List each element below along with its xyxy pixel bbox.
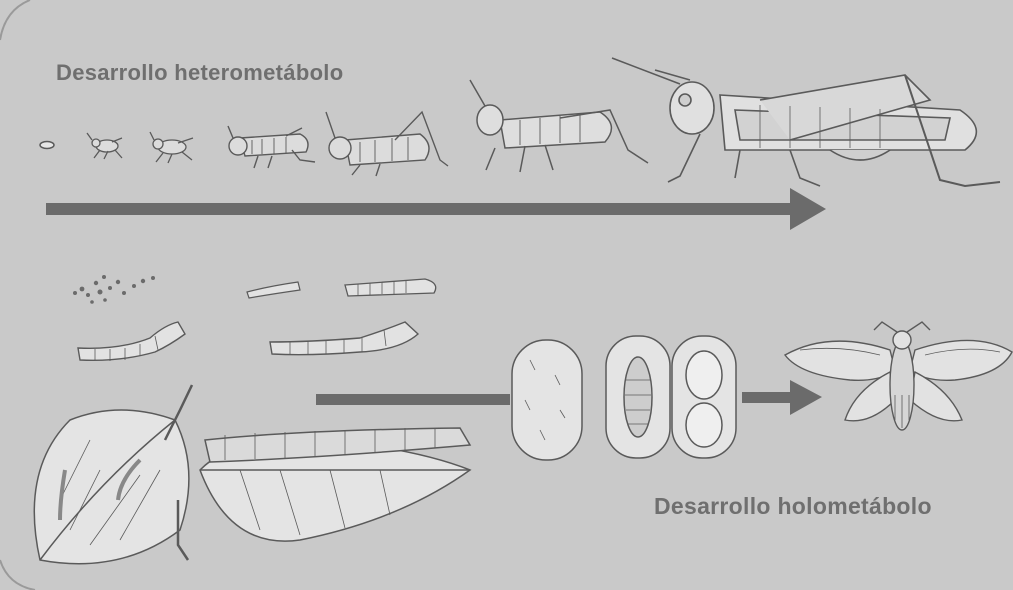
silkworm-moth	[785, 322, 1012, 430]
grasshopper-adult	[612, 58, 1000, 186]
frame-top-left-arc	[0, 0, 30, 40]
frame-bottom-left-arc	[0, 560, 35, 590]
holometabolo-title: Desarrollo holometábolo	[654, 493, 932, 520]
mulberry-leaves	[34, 385, 470, 564]
grasshopper-nymph-3	[228, 126, 315, 168]
silkworm-eggs	[73, 275, 155, 304]
grasshopper-nymph-2	[150, 132, 193, 163]
silkworm-larva-large-1	[78, 322, 185, 361]
silkworm-cocoon	[512, 340, 582, 460]
holometabolo-arrow-body	[316, 394, 510, 405]
grasshopper-egg	[40, 142, 54, 149]
heterometabolo-arrow	[46, 188, 826, 230]
silkworm-larva-medium	[345, 279, 436, 296]
silkworm-cocoon-open-pupa	[606, 336, 736, 458]
silkworm-larva-small	[247, 282, 300, 298]
silkworm-larva-large-2	[270, 322, 418, 355]
grasshopper-nymph-5	[470, 80, 648, 172]
grasshopper-nymph-1	[87, 133, 122, 159]
grasshopper-nymph-4	[326, 112, 448, 176]
heterometabolo-title: Desarrollo heterometábolo	[56, 60, 343, 86]
holometabolo-arrow-head	[742, 380, 822, 415]
